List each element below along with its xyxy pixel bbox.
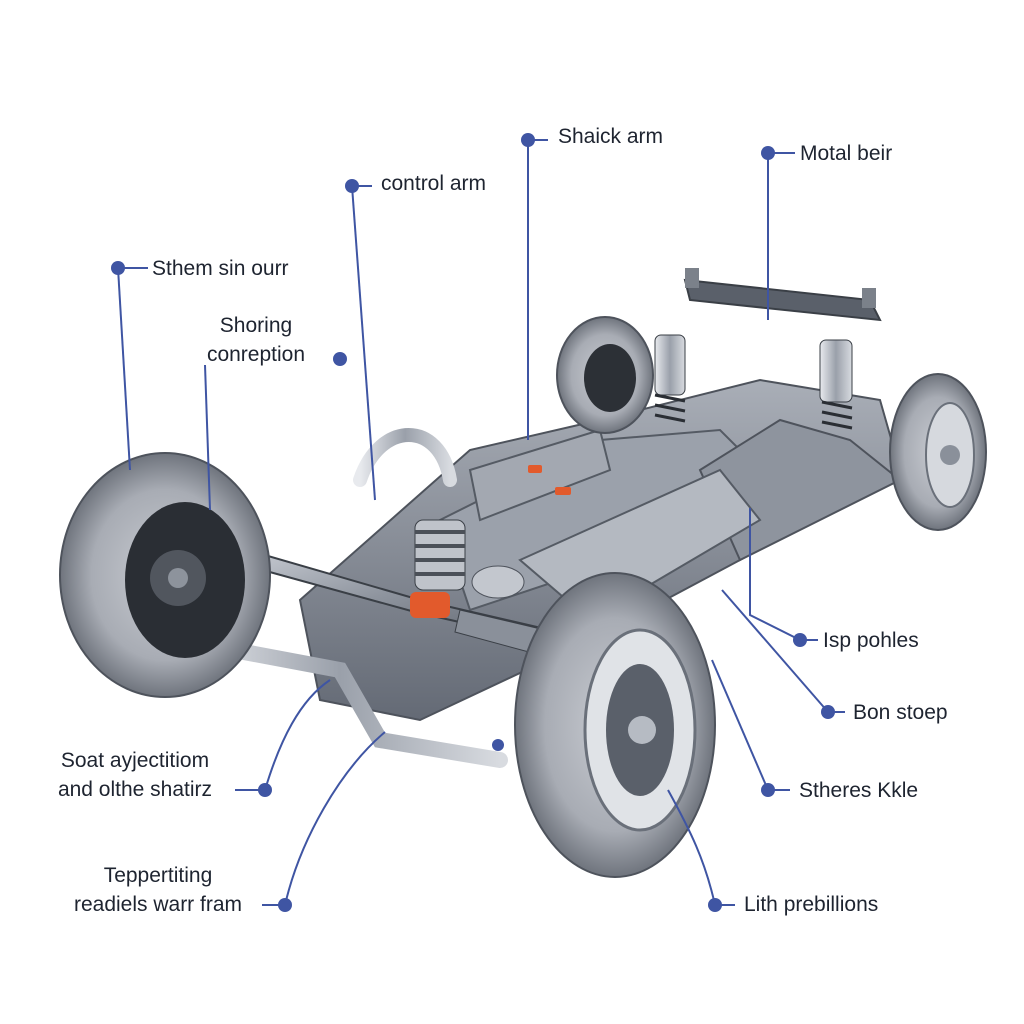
- rear-right-wheel: [889, 373, 987, 531]
- dot-front-hub: [492, 739, 504, 751]
- label-tepp: Teppertiting readiels warr fram: [58, 861, 258, 919]
- leader-line-bon-stoep: [721, 589, 829, 713]
- label-motal-beir: Motal beir: [800, 142, 893, 165]
- leader-line-sthem: [117, 267, 131, 471]
- front-right-wheel: [514, 572, 716, 878]
- exhaust-pipes: [172, 428, 525, 768]
- label-sthem: Sthem sin ourr: [152, 257, 289, 280]
- dot-shoring: [333, 352, 347, 366]
- label-lith: Lith prebillions: [744, 893, 879, 916]
- leader-line-isp-pohles: [749, 508, 801, 641]
- leader-line-shoring: [204, 364, 211, 511]
- rear-left-wheel: [556, 316, 654, 434]
- leader-line-sthere-kkle: [711, 659, 769, 791]
- label-tepp-line2: readiels warr fram: [73, 893, 243, 916]
- leader-line-lith: [667, 789, 716, 906]
- label-shoring-line2: conreption: [206, 343, 306, 366]
- label-shoring: Shoring conreption: [196, 311, 316, 369]
- leader-line-sont: [264, 679, 331, 791]
- label-shoring-line1: Shoring: [219, 314, 293, 337]
- rear-shocks: [654, 334, 853, 430]
- front-spring: [414, 519, 466, 591]
- label-tepp-line1: Teppertiting: [103, 864, 213, 887]
- front-left-wheel: [59, 452, 271, 698]
- label-sont-line1: Soat ayjectitiom: [60, 749, 210, 772]
- label-control-arm: control arm: [381, 172, 487, 195]
- label-sthere-kkle: Stheres Kkle: [799, 779, 919, 802]
- label-sont: Soat ayjectitiom and olthe shatirz: [40, 746, 230, 804]
- label-shack-arm: Shaick arm: [558, 125, 664, 148]
- label-isp-pohles: Isp pohles: [823, 629, 919, 652]
- leader-line-control-arm: [351, 185, 376, 501]
- label-bon-stoep: Bon stoep: [853, 701, 948, 724]
- rear-cross-beam: [683, 268, 882, 322]
- label-sont-line2: and olthe shatirz: [57, 778, 213, 801]
- leader-line-tepp: [284, 731, 386, 906]
